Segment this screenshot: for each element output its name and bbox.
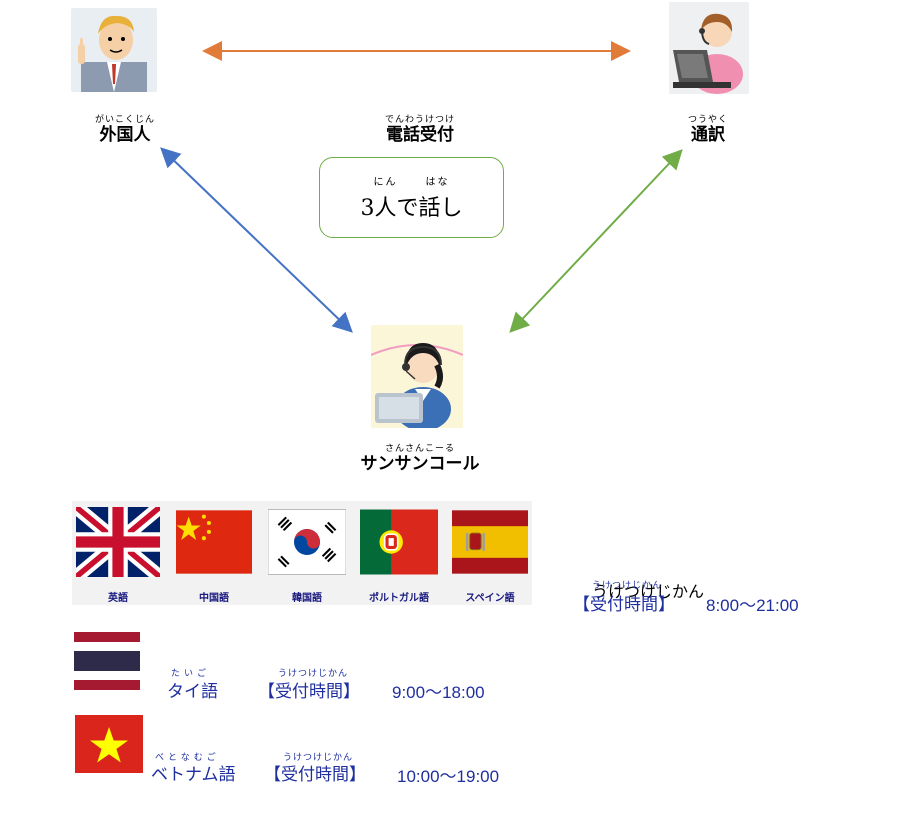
spain-flag-label: スペイン語 — [465, 593, 515, 604]
language-flags-strip: 英語 中国語 韓国語 — [71, 501, 532, 605]
talk-ruby: にんはな — [373, 177, 450, 188]
foreigner-ruby: がいこくじん — [94, 115, 155, 125]
three-way-talk-box: にんはな 3人で話し — [319, 157, 504, 238]
call-center-label: サンサンコール — [360, 454, 480, 474]
foreigner-illustration — [71, 8, 157, 92]
interpreter-ruby: つうやく — [687, 115, 728, 125]
china-flag-block: 中国語 — [176, 507, 252, 604]
thai-flag-icon — [74, 632, 140, 690]
arrow-interpreter-callcenter — [509, 149, 683, 333]
uk-flag-label: 英語 — [108, 593, 128, 604]
reception-label-group: でんわうけつけ 電話受付 — [360, 116, 480, 144]
call-center-label-group: さんさんこーる サンサンコール — [350, 445, 490, 473]
main-hours-ruby-text: うけつけじかん — [592, 581, 663, 591]
thai-hours-time: 9:00～18:00 — [392, 683, 485, 702]
vietnam-hours-ruby: うけつけじかん — [283, 753, 354, 763]
portugal-flag-block: ポルトガル語 — [360, 507, 438, 604]
uk-flag-block: 英語 — [71, 501, 165, 604]
portugal-flag-icon — [360, 509, 438, 575]
foreigner-label-group: がいこくじん 外国人 — [80, 116, 170, 144]
arrow-foreigner-callcenter — [160, 147, 353, 333]
call-center-ruby: さんさんこーる — [384, 444, 455, 454]
vietnam-flag-icon — [75, 715, 143, 773]
main-hours-time: 8:00～21:00 — [706, 596, 799, 615]
uk-flag-icon — [71, 501, 165, 583]
thai-lang-ruby: たいご — [171, 669, 211, 679]
korea-flag-icon — [267, 509, 347, 575]
spain-flag-icon — [452, 510, 528, 574]
vietnam-hours-label: 【受付時間】 — [264, 765, 366, 785]
interpreter-label-group: つうやく 通訳 — [672, 116, 744, 144]
interpreter-illustration — [669, 2, 749, 94]
vietnam-lang-label: ベトナム語 — [151, 765, 236, 785]
reception-ruby: でんわうけつけ — [384, 115, 455, 125]
thai-hours-label: 【受付時間】 — [258, 682, 360, 702]
reception-label: 電話受付 — [386, 125, 454, 145]
portugal-flag-label: ポルトガル語 — [369, 593, 429, 604]
vietnam-hours-time: 10:00～19:00 — [397, 767, 500, 786]
thai-lang-label: タイ語 — [167, 682, 218, 702]
vietnam-lang-ruby: べとなむご — [155, 753, 220, 763]
main-hours-label: 【受付時間】 — [573, 595, 675, 615]
korea-flag-block: 韓国語 — [267, 507, 347, 604]
interpreter-label: 通訳 — [691, 125, 725, 145]
spain-flag-block: スペイン語 — [452, 507, 528, 604]
china-flag-icon — [176, 510, 252, 574]
call-center-illustration — [371, 325, 463, 428]
foreigner-label: 外国人 — [99, 125, 151, 145]
thai-hours-ruby: うけつけじかん — [278, 669, 349, 679]
main-hours-ruby: うけつけじかん — [592, 582, 705, 601]
china-flag-label: 中国語 — [199, 593, 229, 604]
korea-flag-label: 韓国語 — [292, 593, 322, 604]
talk-text: 3人で話し — [360, 196, 463, 221]
